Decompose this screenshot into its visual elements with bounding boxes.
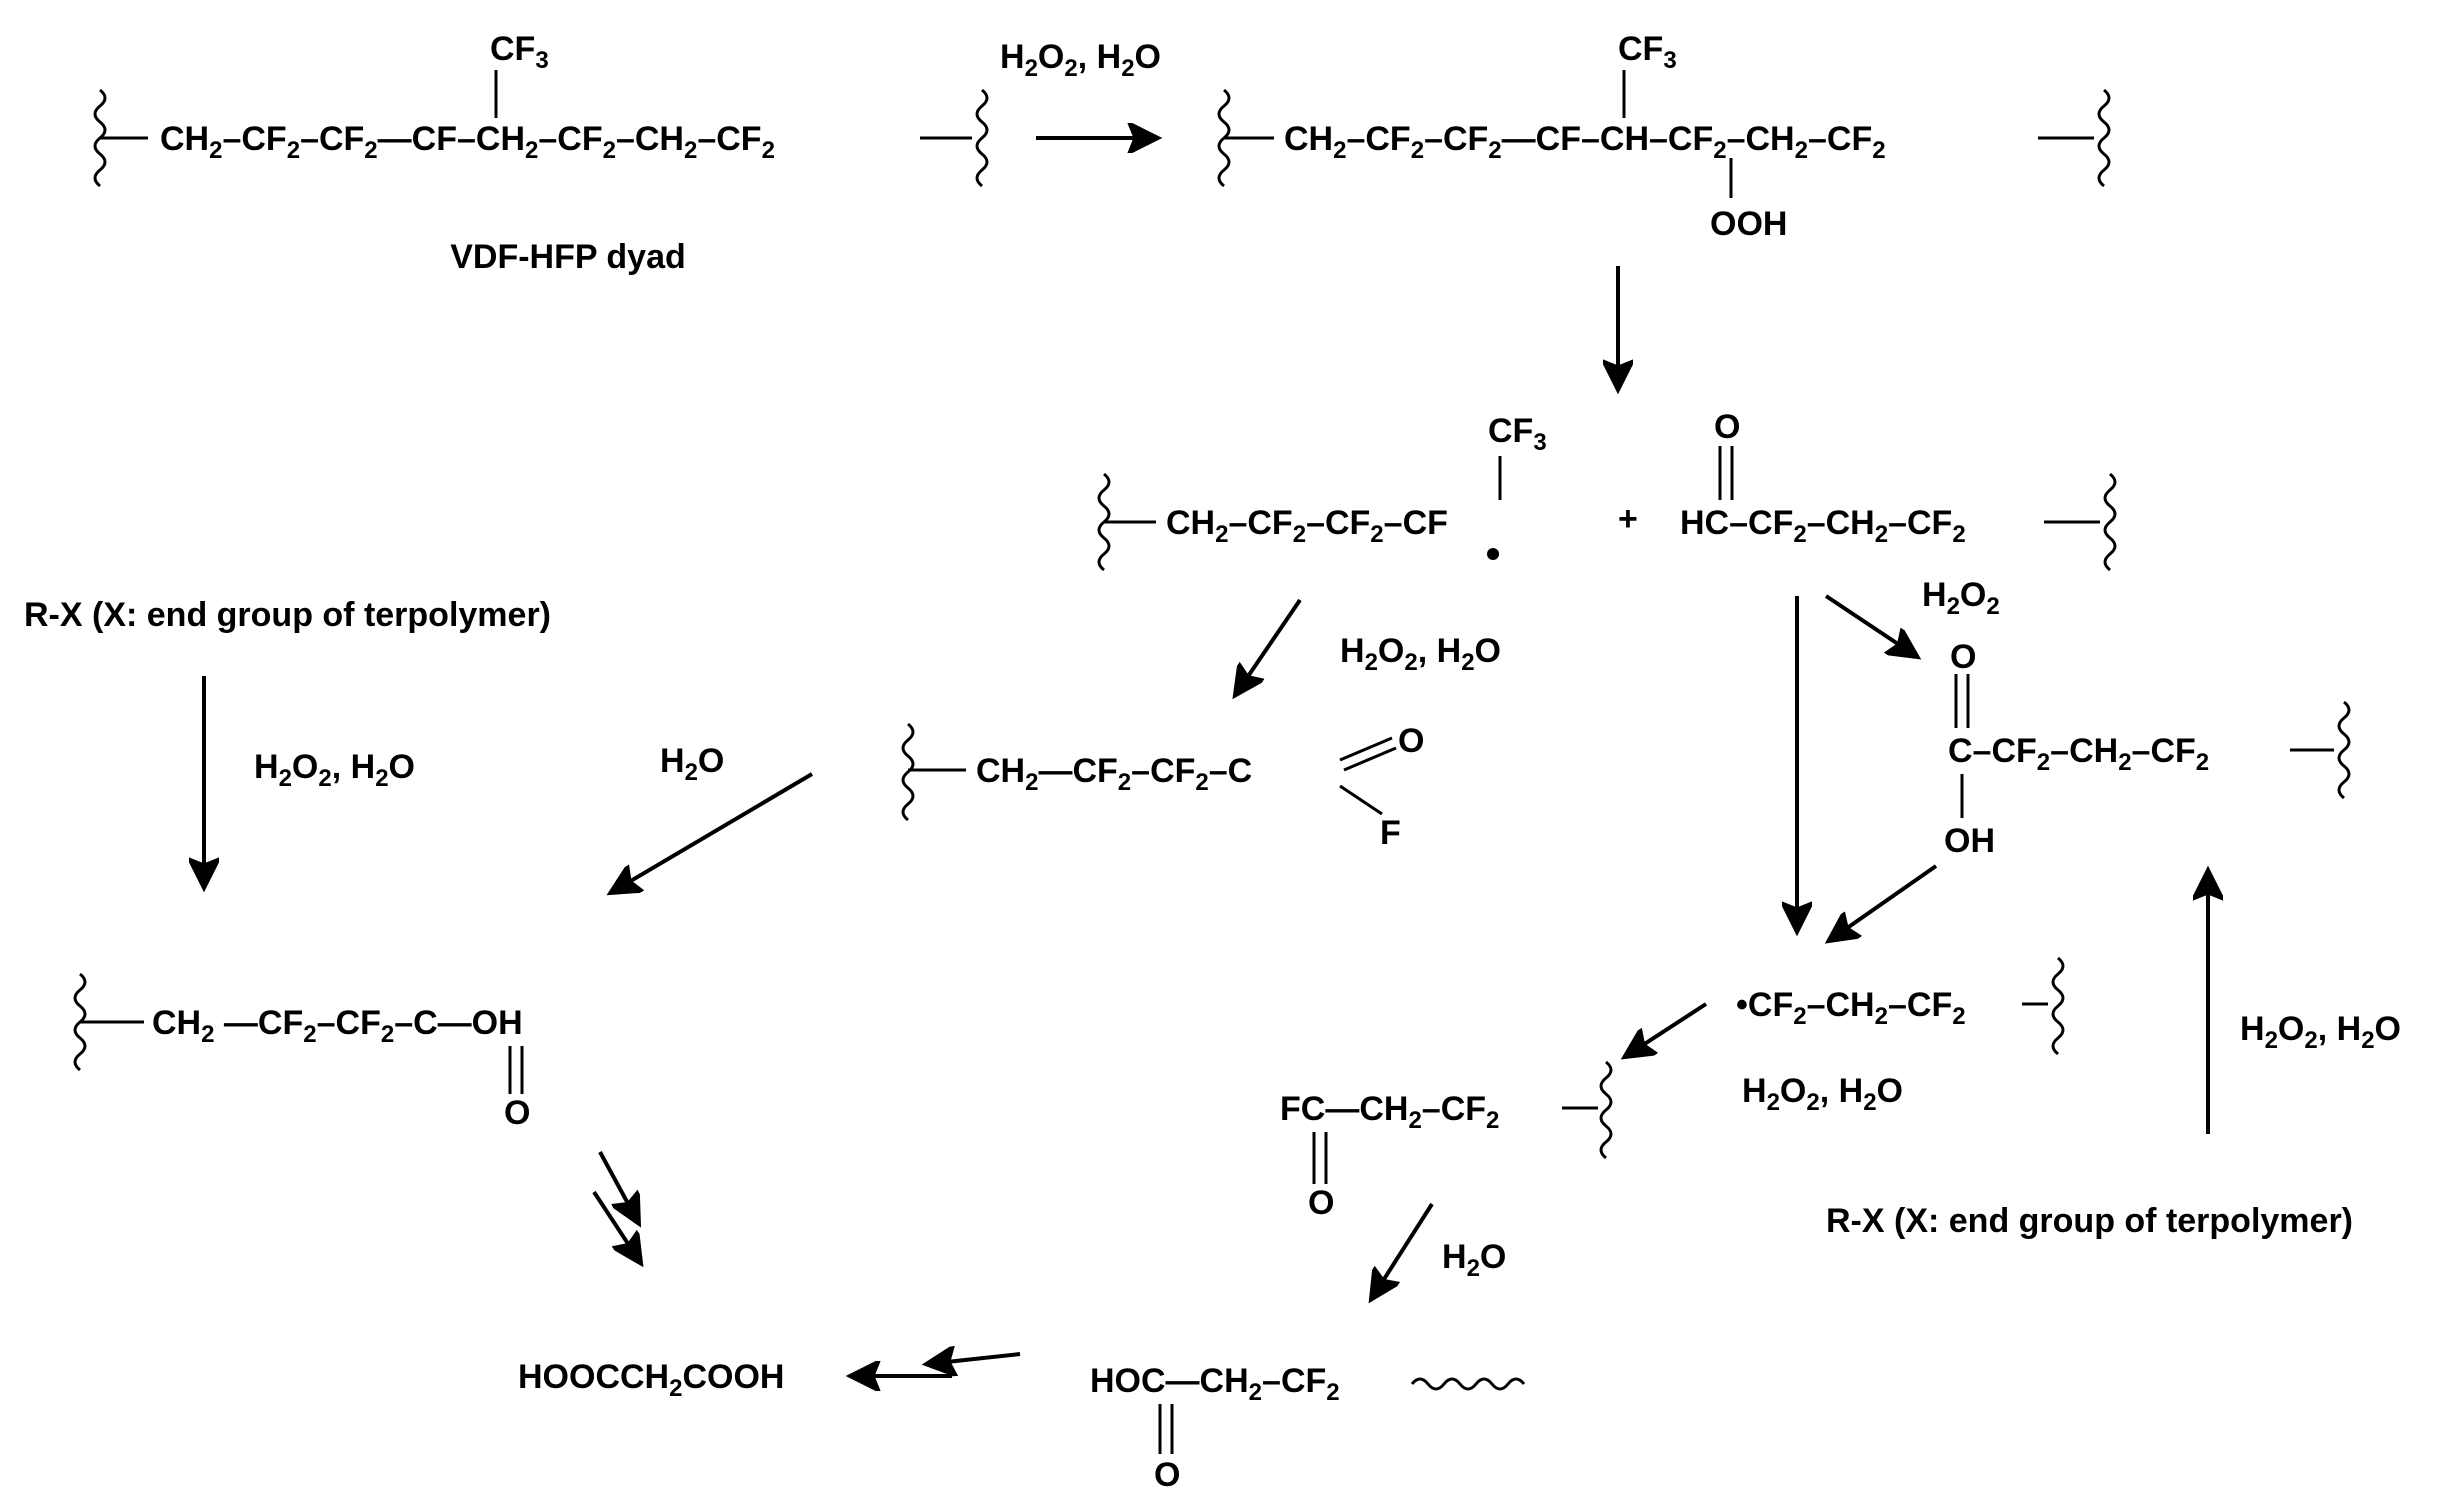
structure-cf-radical: CH2–CF2–CF2–CF CF3: [1097, 412, 1547, 572]
s6-chain: C–CF2–CH2–CF2: [1948, 732, 2209, 776]
wavy-bond-left: [901, 722, 915, 822]
reagent-arrow-a: H2O2, H2O: [1340, 632, 1501, 676]
wavy-bond-right: [2097, 88, 2111, 188]
s6-oh: OH: [1944, 822, 1995, 860]
s3-chain: CH2–CF2–CF2–CF: [1166, 504, 1448, 548]
reagent-arrow-b: H2O2: [1922, 576, 2000, 620]
reagent-arrow-h2o-top: H2O: [660, 742, 724, 786]
reagent-arrow-1: H2O2, H2O: [1000, 38, 1161, 82]
label-rx-left: R-X (X: end group of terpolymer): [24, 596, 551, 634]
s6-o: O: [1950, 638, 1976, 676]
arrow-multistep-left-1: [928, 1354, 1021, 1364]
reagent-arrow-h2o-bottom: H2O: [1442, 1238, 1506, 1282]
structure-fc-acyl-fluoride: FC—CH2–CF2 O: [1280, 1060, 1613, 1222]
wavy-bond-right: [2051, 956, 2065, 1056]
s2-chain: CH2–CF2–CF2—CF–CH–CF2–CH2–CF2: [1284, 120, 1886, 164]
arrow-hydrolysis-top: [612, 772, 814, 892]
s7-chain: CH2 —CF2–CF2–C—OH: [152, 1004, 523, 1048]
s2-ooh: OOH: [1710, 205, 1787, 243]
s1-chain: CH2–CF2–CF2—CF–CH2–CF2–CH2–CF2: [160, 120, 775, 164]
arrow-radical-to-acyl-fluoride: [1236, 598, 1302, 694]
s4-o: O: [1714, 408, 1740, 446]
structure-hoc-acid: HOC—CH2–CF2 O: [1090, 1362, 1526, 1494]
arrow-aldehyde-to-acid: [1824, 594, 1916, 656]
plus-sign: +: [1618, 500, 1638, 538]
wavy-bond-right: [1599, 1060, 1613, 1160]
arrow-acid-to-radical: [1830, 864, 1938, 940]
structure-acyl-fluoride: CH2—CF2–CF2–C O F: [901, 722, 1424, 852]
reagent-arrow-radical: H2O2, H2O: [1742, 1072, 1903, 1116]
wavy-bond-right: [2337, 700, 2351, 800]
structure-hydroperoxide: CH2–CF2–CF2—CF–CH–CF2–CH2–CF2 CF3 OOH: [1217, 30, 2111, 243]
label-vdf-hfp-dyad: VDF-HFP dyad: [450, 238, 686, 276]
s5-chain: CH2—CF2–CF2–C: [976, 752, 1252, 796]
s10-o: O: [1154, 1456, 1180, 1494]
malonic-acid: HOOCCH2COOH: [518, 1358, 784, 1402]
arrow-multistep-down-2: [592, 1190, 640, 1262]
structure-cf2-radical: •CF2–CH2–CF2: [1736, 956, 2065, 1056]
s9-chain: FC—CH2–CF2: [1280, 1090, 1499, 1134]
radical-dot: [1487, 548, 1499, 560]
s10-chain: HOC—CH2–CF2: [1090, 1362, 1340, 1406]
s8-chain: •CF2–CH2–CF2: [1736, 986, 1966, 1030]
s2-cf3: CF3: [1618, 30, 1677, 74]
arrow-multistep-down-1: [598, 1151, 638, 1222]
wavy-bond-right: [1410, 1377, 1526, 1391]
label-rx-right: R-X (X: end group of terpolymer): [1826, 1202, 2353, 1240]
s4-chain: HC–CF2–CH2–CF2: [1680, 504, 1966, 548]
s5-f: F: [1380, 814, 1401, 852]
structure-carboxylic-acid-left: CH2 —CF2–CF2–C—OH O: [73, 972, 530, 1132]
s5-o: O: [1398, 722, 1424, 760]
arrow-hydrolysis-bottom: [1372, 1202, 1434, 1298]
structure-carboxylic-acid-right: C–CF2–CH2–CF2 O OH: [1944, 638, 2351, 860]
s9-o: O: [1308, 1184, 1334, 1222]
s1-cf3: CF3: [490, 30, 549, 74]
structure-aldehyde: HC–CF2–CH2–CF2 O: [1680, 408, 2117, 572]
s3-cf3: CF3: [1488, 412, 1547, 456]
arrow-radical-to-fc: [1626, 1002, 1708, 1056]
structure-vdf-hfp-dyad: CH2–CF2–CF2—CF–CH2–CF2–CH2–CF2 CF3: [93, 30, 989, 188]
reagent-arrow-rx-left: H2O2, H2O: [254, 748, 415, 792]
wavy-bond-right: [2103, 472, 2117, 572]
wavy-bond-right: [975, 88, 989, 188]
s7-o: O: [504, 1094, 530, 1132]
reagent-arrow-rx-right: H2O2, H2O: [2240, 1010, 2401, 1054]
